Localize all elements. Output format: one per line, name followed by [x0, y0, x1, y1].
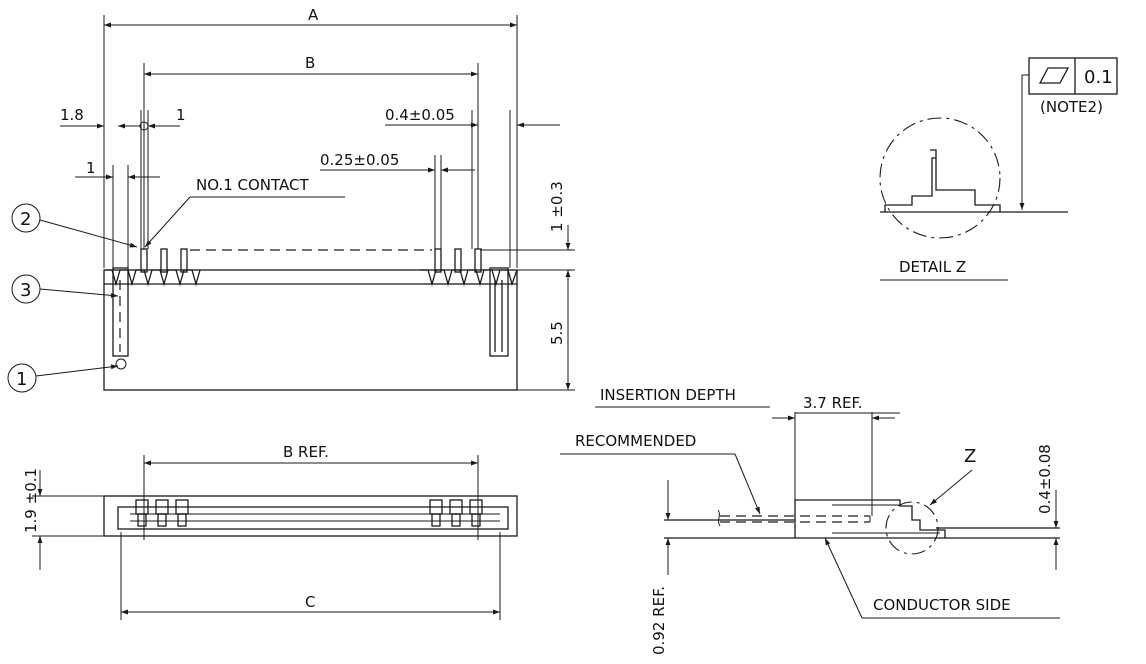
flatness-icon	[1038, 67, 1070, 84]
dim-a-label: A	[308, 6, 319, 24]
dim-5-5-label: 5.5	[548, 321, 566, 345]
dim-1-top-label: 1	[176, 106, 186, 124]
dim-1-0-3-label: 1 ±0.3	[548, 181, 566, 232]
dim-1-8-label: 1.8	[60, 106, 84, 124]
front-view: B REF. C 1.9 ±0.1	[22, 443, 518, 620]
note2-label: (NOTE2)	[1040, 98, 1103, 116]
detail-z-view: 0.1 (NOTE2) DETAIL Z	[879, 57, 1118, 281]
flatness-frame	[1028, 57, 1118, 95]
contact-label: NO.1 CONTACT	[196, 176, 309, 194]
callout-3: 3	[11, 274, 119, 304]
svg-text:1: 1	[16, 369, 27, 390]
flatness-value: 0.1	[1084, 67, 1113, 88]
top-view: A B 1.8 1 0.4±0.05 1 0.25±0.05	[7, 6, 575, 393]
svg-text:2: 2	[20, 209, 31, 230]
dim-0-25-label: 0.25±0.05	[320, 151, 399, 169]
z-label: Z	[964, 446, 976, 467]
callout-2: 2	[11, 203, 138, 248]
insertion-depth-label: INSERTION DEPTH	[600, 386, 736, 404]
recommended-label: RECOMMENDED	[575, 432, 696, 450]
dim-0-92-label: 0.92 REF.	[650, 586, 668, 655]
dim-b-label: B	[305, 54, 315, 72]
connector-body-front	[103, 495, 518, 537]
side-view: Z INSERTION DEPTH 3.7 REF. RECOMMENDED 0…	[560, 386, 1060, 655]
dim-0-4-label: 0.4±0.05	[385, 106, 455, 124]
detail-z-label: DETAIL Z	[899, 258, 966, 276]
dim-1-left-label: 1	[86, 159, 96, 177]
dim-c-label: C	[305, 593, 315, 611]
connector-body-top	[103, 269, 518, 391]
callout-1: 1	[7, 363, 119, 393]
dim-1-9-label: 1.9 ±0.1	[22, 468, 40, 533]
dim-3-7-label: 3.7 REF.	[803, 394, 863, 412]
svg-text:3: 3	[20, 280, 31, 301]
conductor-side-label: CONDUCTOR SIDE	[873, 596, 1011, 614]
dim-b-ref-label: B REF.	[283, 443, 329, 461]
dim-0-4-08-label: 0.4±0.08	[1036, 444, 1054, 514]
